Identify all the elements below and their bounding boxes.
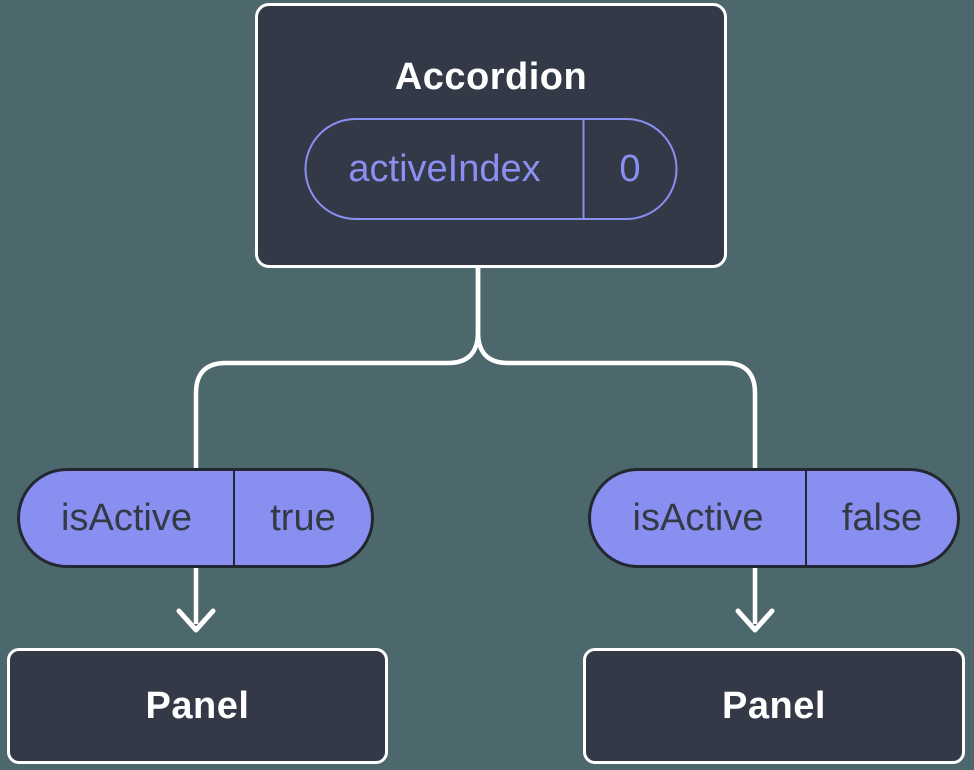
prop-pill-left: isActive true: [17, 468, 374, 568]
panel-node-title: Panel: [722, 684, 826, 727]
prop-value-label: false: [805, 471, 957, 565]
accordion-node: Accordion activeIndex 0: [255, 3, 727, 268]
state-pill: activeIndex 0: [304, 118, 678, 220]
panel-node-right: Panel: [583, 648, 965, 764]
right-arrow-down-icon: [735, 608, 775, 633]
left-branch-line: [193, 264, 481, 624]
state-value-label: 0: [582, 120, 676, 218]
prop-name-label: isActive: [61, 496, 192, 539]
prop-value-label: true: [233, 471, 371, 565]
panel-node-title: Panel: [145, 684, 250, 727]
accordion-node-title: Accordion: [394, 56, 588, 98]
prop-pill-right: isActive false: [588, 468, 960, 568]
prop-name-label: isActive: [632, 496, 764, 539]
left-arrow-down-icon: [176, 608, 216, 633]
panel-node-left: Panel: [7, 648, 388, 764]
state-name-label: activeIndex: [348, 147, 541, 190]
right-branch-line: [475, 264, 758, 624]
